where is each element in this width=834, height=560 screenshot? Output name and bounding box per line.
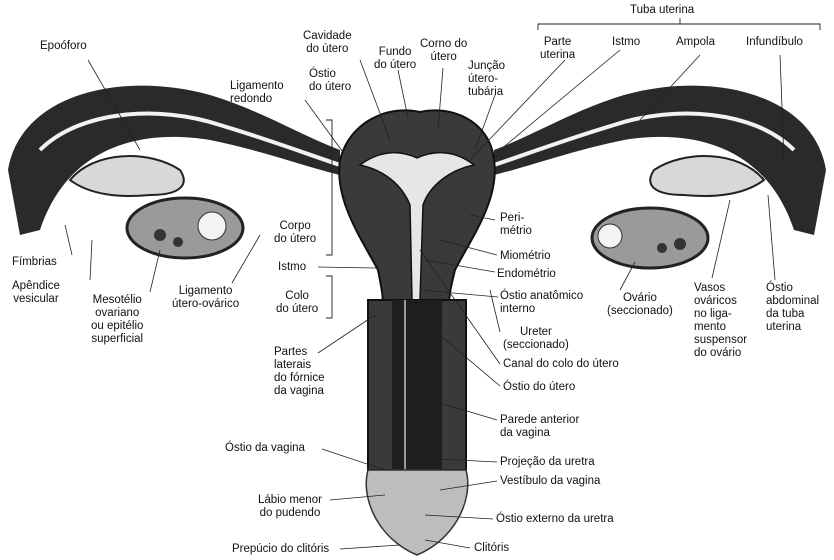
label-vasos: Vasos ováricos no liga- mento suspensor …: [694, 282, 747, 360]
label-mesotelio: Mesotélio ovariano ou epitélio superfici…: [91, 294, 143, 346]
label-ligamento-uo: Ligamento útero-ovárico: [172, 285, 239, 311]
label-istmo-tuba: Istmo: [612, 36, 640, 49]
label-ampola: Ampola: [676, 36, 715, 49]
label-vestibulo: Vestíbulo da vagina: [500, 475, 600, 488]
label-ostio-externo-uretra: Óstio externo da uretra: [496, 513, 614, 526]
label-ostio-abdominal: Óstio abdominal da tuba uterina: [766, 282, 819, 334]
label-juncao: Junção útero- tubária: [468, 60, 505, 99]
tuba-uterina-brace: [538, 18, 820, 30]
label-corpo-utero: Corpo do útero: [274, 220, 316, 246]
label-corno-utero: Corno do útero: [420, 38, 467, 64]
label-ligamento-redondo: Ligamento redondo: [230, 80, 284, 106]
label-miometrio: Miométrio: [500, 250, 550, 263]
label-infundibulo: Infundíbulo: [746, 36, 803, 49]
label-perimetrio: Peri- métrio: [500, 212, 532, 238]
label-prepucio: Prepúcio do clitóris: [232, 543, 329, 556]
label-labio-menor: Lábio menor do pudendo: [258, 494, 322, 520]
corpo-brace: [326, 120, 332, 255]
vestibule: [366, 470, 467, 555]
label-fundo-utero: Fundo do útero: [374, 46, 416, 72]
label-partes-laterais: Partes laterais do fórnice da vagina: [274, 346, 325, 398]
label-canal-colo: Canal do colo do útero: [503, 358, 619, 371]
label-ovario: Ovário (seccionado): [607, 292, 673, 318]
label-apendice: Apêndice vesicular: [12, 280, 60, 306]
label-ostio-utero: Óstio do útero: [503, 381, 575, 394]
label-ostio-anatomico: Óstio anatômico interno: [500, 290, 583, 316]
label-ureter: Ureter (seccionado): [503, 326, 569, 352]
label-projecao-uretra: Projeção da uretra: [500, 456, 595, 469]
label-clitoris: Clitóris: [474, 542, 509, 555]
label-tuba-uterina: Tuba uterina: [630, 4, 694, 17]
label-ostio-utero-top: Óstio do útero: [309, 68, 351, 94]
label-fimbrias: Fímbrias: [12, 256, 57, 269]
label-istmo-utero: Istmo: [278, 261, 306, 274]
label-ostio-vagina: Óstio da vagina: [225, 442, 305, 455]
label-parede-anterior: Parede anterior da vagina: [500, 414, 579, 440]
label-cavidade-utero: Cavidade do útero: [303, 30, 352, 56]
colo-brace: [326, 276, 332, 318]
label-parte-uterina: Parte uterina: [540, 36, 575, 62]
label-epooforo: Epoóforo: [40, 40, 87, 53]
label-endometrio: Endométrio: [497, 268, 556, 281]
label-colo-utero: Colo do útero: [276, 290, 318, 316]
